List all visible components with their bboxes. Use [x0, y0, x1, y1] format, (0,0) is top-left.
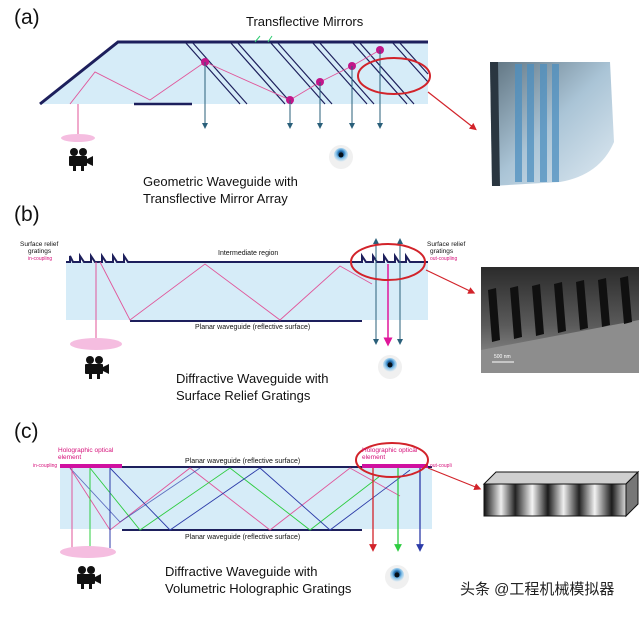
- output-rays-a: [202, 50, 383, 129]
- panel-c: [60, 442, 640, 589]
- left-grating-label-line1: Surface relief: [20, 241, 59, 248]
- transflective-mirror-array: [184, 41, 429, 105]
- highlight-arrow-b: [425, 269, 476, 294]
- projector-camera-icon: [77, 566, 101, 589]
- hoe-left-label-line1: Holographic optical: [58, 447, 114, 454]
- grating-highlight-circle: [350, 243, 426, 281]
- transflective-mirrors-label: Transflective Mirrors: [246, 14, 364, 29]
- out-coupling-label-b: out-coupling: [430, 256, 458, 262]
- panel-a: [39, 35, 616, 190]
- right-grating-label-line1: Surface relief: [427, 241, 466, 248]
- diffractive-waveguide-body: [66, 262, 428, 320]
- planar-waveguide-label-b: Planar waveguide (reflective surface): [195, 324, 311, 331]
- holographic-light-paths: [69, 467, 411, 531]
- highlight-arrow-a: [427, 91, 477, 131]
- holographic-grating-block: [482, 470, 640, 518]
- eye-icon: [385, 565, 409, 589]
- in-coupling-label-b: in-coupling: [28, 256, 53, 262]
- hoe-highlight-circle: [355, 442, 429, 478]
- panel-b-title-line1: Diffractive Waveguide with: [176, 371, 329, 386]
- panel-c-title-line2: Volumetric Holographic Gratings: [165, 581, 352, 596]
- sem-photo: [481, 267, 639, 373]
- mirror-highlight-circle: [357, 57, 431, 95]
- geometric-waveguide-body: [40, 42, 428, 104]
- eye-icon: [329, 145, 353, 169]
- watermark: 头条 @工程机械模拟器: [460, 581, 615, 598]
- intermediate-region-label: Intermediate region: [218, 250, 279, 257]
- left-grating-label-line2: gratings: [28, 248, 52, 255]
- eye-icon: [378, 355, 402, 379]
- waveguide-top-edge: [39, 40, 428, 106]
- hoe-right-label-line2: element: [362, 454, 386, 461]
- planar-waveguide-bottom-label: Planar waveguide (reflective surface): [185, 534, 301, 541]
- panel-a-title-line2: Transflective Mirror Array: [143, 191, 288, 206]
- planar-waveguide-top-label: Planar waveguide (reflective surface): [185, 458, 301, 465]
- highlight-arrow-c: [427, 467, 482, 491]
- projector-beam-a: [61, 134, 95, 142]
- panel-label-c: (c): [14, 420, 39, 443]
- panel-label-a: (a): [14, 6, 40, 29]
- panel-c-title-line1: Diffractive Waveguide with: [165, 564, 318, 579]
- input-rays-c: [71, 468, 111, 548]
- panel-a-title-line1: Geometric Waveguide with: [143, 174, 298, 189]
- projector-camera-icon: [69, 148, 93, 171]
- projector-beam-c: [60, 546, 116, 558]
- surface-relief-gratings: [66, 252, 428, 263]
- panel-label-b: (b): [14, 203, 40, 226]
- panel-b: [66, 238, 639, 379]
- projector-beam-b: [70, 338, 122, 350]
- hoe-in-coupler: [60, 464, 122, 468]
- out-coupling-label-c: out-coupli: [430, 463, 452, 469]
- hoe-right-label-line1: Holographic optical: [362, 447, 418, 454]
- hoe-out-coupler: [362, 464, 428, 468]
- pink-light-path-b: [99, 261, 373, 321]
- in-coupling-label-c: in-coupling: [33, 463, 58, 469]
- projector-camera-icon: [85, 356, 109, 379]
- right-grating-label-line2: gratings: [430, 248, 454, 255]
- panel-b-title-line2: Surface Relief Gratings: [176, 388, 311, 403]
- scale-bar-label: 500 nm: [494, 354, 511, 360]
- hoe-left-label-line2: element: [58, 454, 82, 461]
- pink-light-path: [69, 49, 381, 105]
- mirror-pointer: [254, 35, 273, 43]
- transflective-photo: [482, 58, 616, 190]
